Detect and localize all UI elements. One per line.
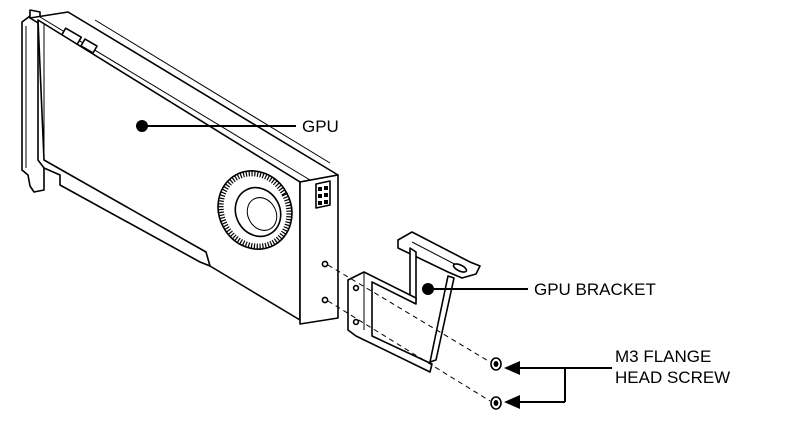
mount-hole-lower xyxy=(321,296,329,304)
mount-hole-upper xyxy=(321,260,329,268)
gpu-bracket-callout: GPU BRACKET xyxy=(422,280,656,299)
power-connector xyxy=(315,180,331,209)
screw-upper xyxy=(490,357,502,371)
m3-flange-head-screws xyxy=(490,357,502,410)
bracket-hole-upper xyxy=(352,284,360,292)
gpu-bracket xyxy=(347,231,481,373)
screw-arrow-upper xyxy=(504,361,520,375)
alignment-lines xyxy=(327,264,491,402)
screw-lower xyxy=(490,396,502,410)
screw-label-line2: HEAD SCREW xyxy=(615,368,730,387)
gpu-label: GPU xyxy=(302,117,339,136)
gpu-bracket-label: GPU BRACKET xyxy=(534,280,656,299)
screw-label-line1: M3 FLANGE xyxy=(615,347,711,366)
blower-fan xyxy=(217,170,293,250)
gpu-card xyxy=(21,9,339,325)
screw-arrow-lower xyxy=(504,395,520,409)
screw-callout: M3 FLANGE HEAD SCREW xyxy=(504,347,730,409)
gpu-callout: GPU xyxy=(136,117,339,136)
bracket-hole-lower xyxy=(352,318,360,326)
gpu-end-face xyxy=(299,174,339,325)
